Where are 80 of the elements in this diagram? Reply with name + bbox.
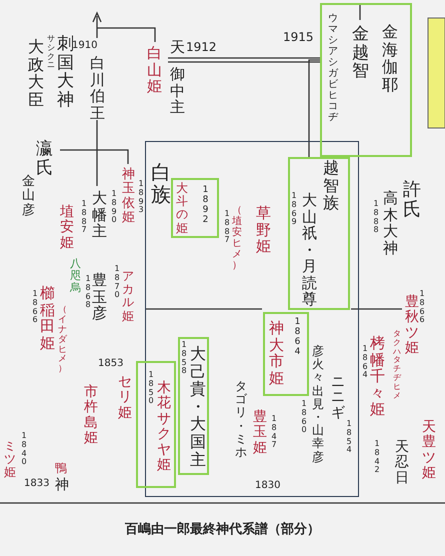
name-label: 大政大臣 <box>28 38 44 108</box>
clan-frame <box>145 141 359 497</box>
name-label: 大幡主 <box>92 190 107 240</box>
name-label: 越智族 <box>323 159 339 212</box>
year-label: 1830 <box>255 480 280 491</box>
year-label: 1870 <box>113 265 121 300</box>
name-label: セリ姫 <box>118 375 132 422</box>
highlight-frame <box>178 337 209 475</box>
name-label: 許氏 <box>403 180 421 220</box>
name-label: 市杵島姫 <box>84 385 98 447</box>
year-label: 1858 <box>180 341 188 376</box>
year-label: 1887 <box>80 200 88 236</box>
year-label: 1847 <box>270 415 278 450</box>
name-label: 金山彦 <box>22 175 35 218</box>
year-label: 1869 <box>290 192 298 228</box>
name-label: 高木大神 <box>383 190 398 256</box>
year-label: 1842 <box>373 440 381 476</box>
name-label: ウマシアシガビヒコヂ <box>328 13 338 123</box>
name-label: 豊秋ツ姫 <box>405 295 419 357</box>
year-label: 1893 <box>137 180 145 216</box>
year-label: 1868 <box>84 275 92 310</box>
name-label: 木花サクヤ姫 <box>157 381 171 474</box>
name-label: 白川伯王 <box>90 55 105 121</box>
name-label: 天豊ツ姫 <box>422 420 436 482</box>
year-label: 1833 <box>24 478 50 489</box>
name-label: 大斗の姫 <box>176 182 188 235</box>
name-label: 草野姫 <box>256 205 271 254</box>
year-label: 1866 <box>418 290 426 326</box>
name-label: 神玉依姫 <box>122 168 135 226</box>
year-label: 1860 <box>300 400 308 436</box>
highlight-frame <box>171 178 219 238</box>
name-label: 大山祇・月読尊 <box>302 192 317 308</box>
name-label: 埴安姫 <box>60 205 74 252</box>
name-label: 神大市姫 <box>269 320 284 386</box>
year-label: 1864 <box>294 318 302 358</box>
name-label: アカル姫 <box>122 270 134 323</box>
year-label: 1892 <box>202 186 210 226</box>
name-label: 神 <box>55 478 69 494</box>
name-label: 白山姫 <box>147 45 162 94</box>
name-label: 金海伽耶 <box>382 23 398 94</box>
name-label: 八咫烏 <box>70 258 81 294</box>
year-label: 1887 <box>223 210 231 246</box>
year-label: 1864 <box>361 345 369 380</box>
name-label: サシクニ <box>47 35 55 70</box>
highlight-frame <box>288 157 350 310</box>
caption: 百嶋由一郎最終神代系譜（部分） <box>125 520 320 538</box>
year-label: 1866 <box>31 290 39 326</box>
name-label: 豊玉彦 <box>92 272 107 322</box>
name-label: タクハタチヂヒメ <box>393 330 401 400</box>
lineage-line <box>308 59 320 157</box>
year-label: 1912 <box>186 40 217 54</box>
name-label: 天忍日 <box>395 440 409 486</box>
name-label: ニニギ <box>331 375 345 422</box>
name-label: 豊玉姫 <box>253 410 267 456</box>
highlight-frame <box>136 361 176 488</box>
name-label: 刺国大神 <box>57 35 74 110</box>
name-label: ミツ姫 <box>4 440 16 480</box>
name-label: 瀛氏 <box>36 140 53 178</box>
year-label: 1910 <box>72 40 98 51</box>
year-label: 1854 <box>345 420 353 456</box>
name-label: 栲幡千々姫 <box>370 335 385 418</box>
name-label: 櫛稲田姫 <box>40 285 55 351</box>
name-label: 金越智 <box>352 25 369 82</box>
name-label: （埴安ヒメ） <box>232 205 242 271</box>
year-label: 1850 <box>147 371 155 406</box>
highlight-frame <box>320 3 412 157</box>
year-label: 1853 <box>98 358 124 369</box>
year-label: 1840 <box>20 432 28 468</box>
name-label: 白族 <box>151 161 171 205</box>
name-label: （イナダヒメ） <box>58 306 67 376</box>
name-label: 御中主 <box>170 66 185 116</box>
name-label: 天 <box>170 38 185 57</box>
year-label: 1915 <box>283 30 314 44</box>
highlight-frame <box>263 312 309 396</box>
name-label: 鴨 <box>55 462 67 476</box>
year-label: 1890 <box>110 190 118 226</box>
name-label: 彦火々出見・山幸彦 <box>312 345 324 464</box>
name-label: 大己貴・大国主 <box>190 345 206 468</box>
name-label: タゴリ・ミホ <box>235 380 247 460</box>
year-label: 1888 <box>372 200 380 236</box>
